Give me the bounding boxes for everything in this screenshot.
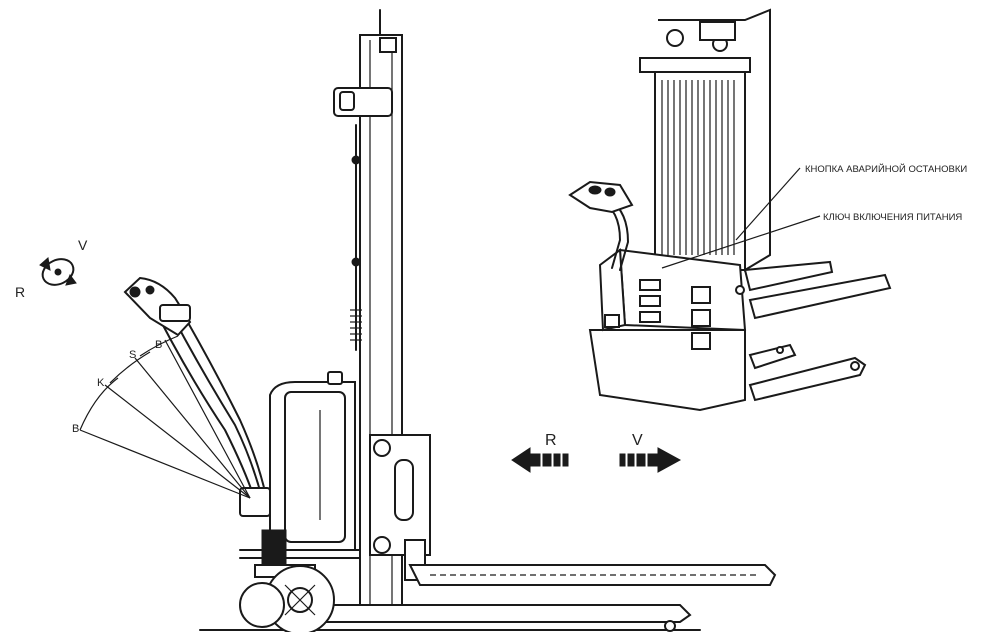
isometric-view-stacker: КНОПКА АВАРИЙНОЙ ОСТАНОВКИ КЛЮЧ ВКЛЮЧЕНИ… <box>568 8 967 412</box>
direction-forward-label: V <box>632 432 643 449</box>
arrow-right-icon <box>619 447 682 473</box>
emergency-stop-label: КНОПКА АВАРИЙНОЙ ОСТАНОВКИ <box>805 163 967 175</box>
rotation-indicator: R V <box>15 237 88 300</box>
tiller-zones: B S K B <box>72 335 251 499</box>
iso-tiller <box>568 180 634 271</box>
zone-k-label: K <box>97 377 105 389</box>
iso-chains <box>661 80 735 255</box>
rotation-arrow-icon <box>39 257 77 286</box>
power-key-label: КЛЮЧ ВКЛЮЧЕНИЯ ПИТАНИЯ <box>823 212 962 223</box>
zone-b-bottom-label: B <box>72 423 79 435</box>
callout-lines <box>661 167 821 269</box>
zone-b-top-label: B <box>155 339 162 351</box>
fork-carriage <box>299 434 777 632</box>
zone-s-label: S <box>129 349 136 361</box>
battery-housing <box>239 371 361 559</box>
direction-reverse-label: R <box>545 432 557 449</box>
rotate-forward-label: V <box>78 237 88 253</box>
arrow-left-icon <box>511 447 569 473</box>
chain-segment <box>350 309 362 341</box>
side-view-stacker: B S K B R V <box>15 9 777 635</box>
emergency-stop-leader <box>735 167 801 241</box>
power-key-leader <box>661 215 821 269</box>
iso-body <box>588 248 747 412</box>
rotate-reverse-label: R <box>15 284 25 300</box>
drive-unit <box>239 529 335 635</box>
tiller-arm <box>123 276 271 517</box>
direction-arrows: R V <box>511 432 682 473</box>
iso-mast <box>639 8 771 272</box>
iso-forks <box>743 260 892 402</box>
